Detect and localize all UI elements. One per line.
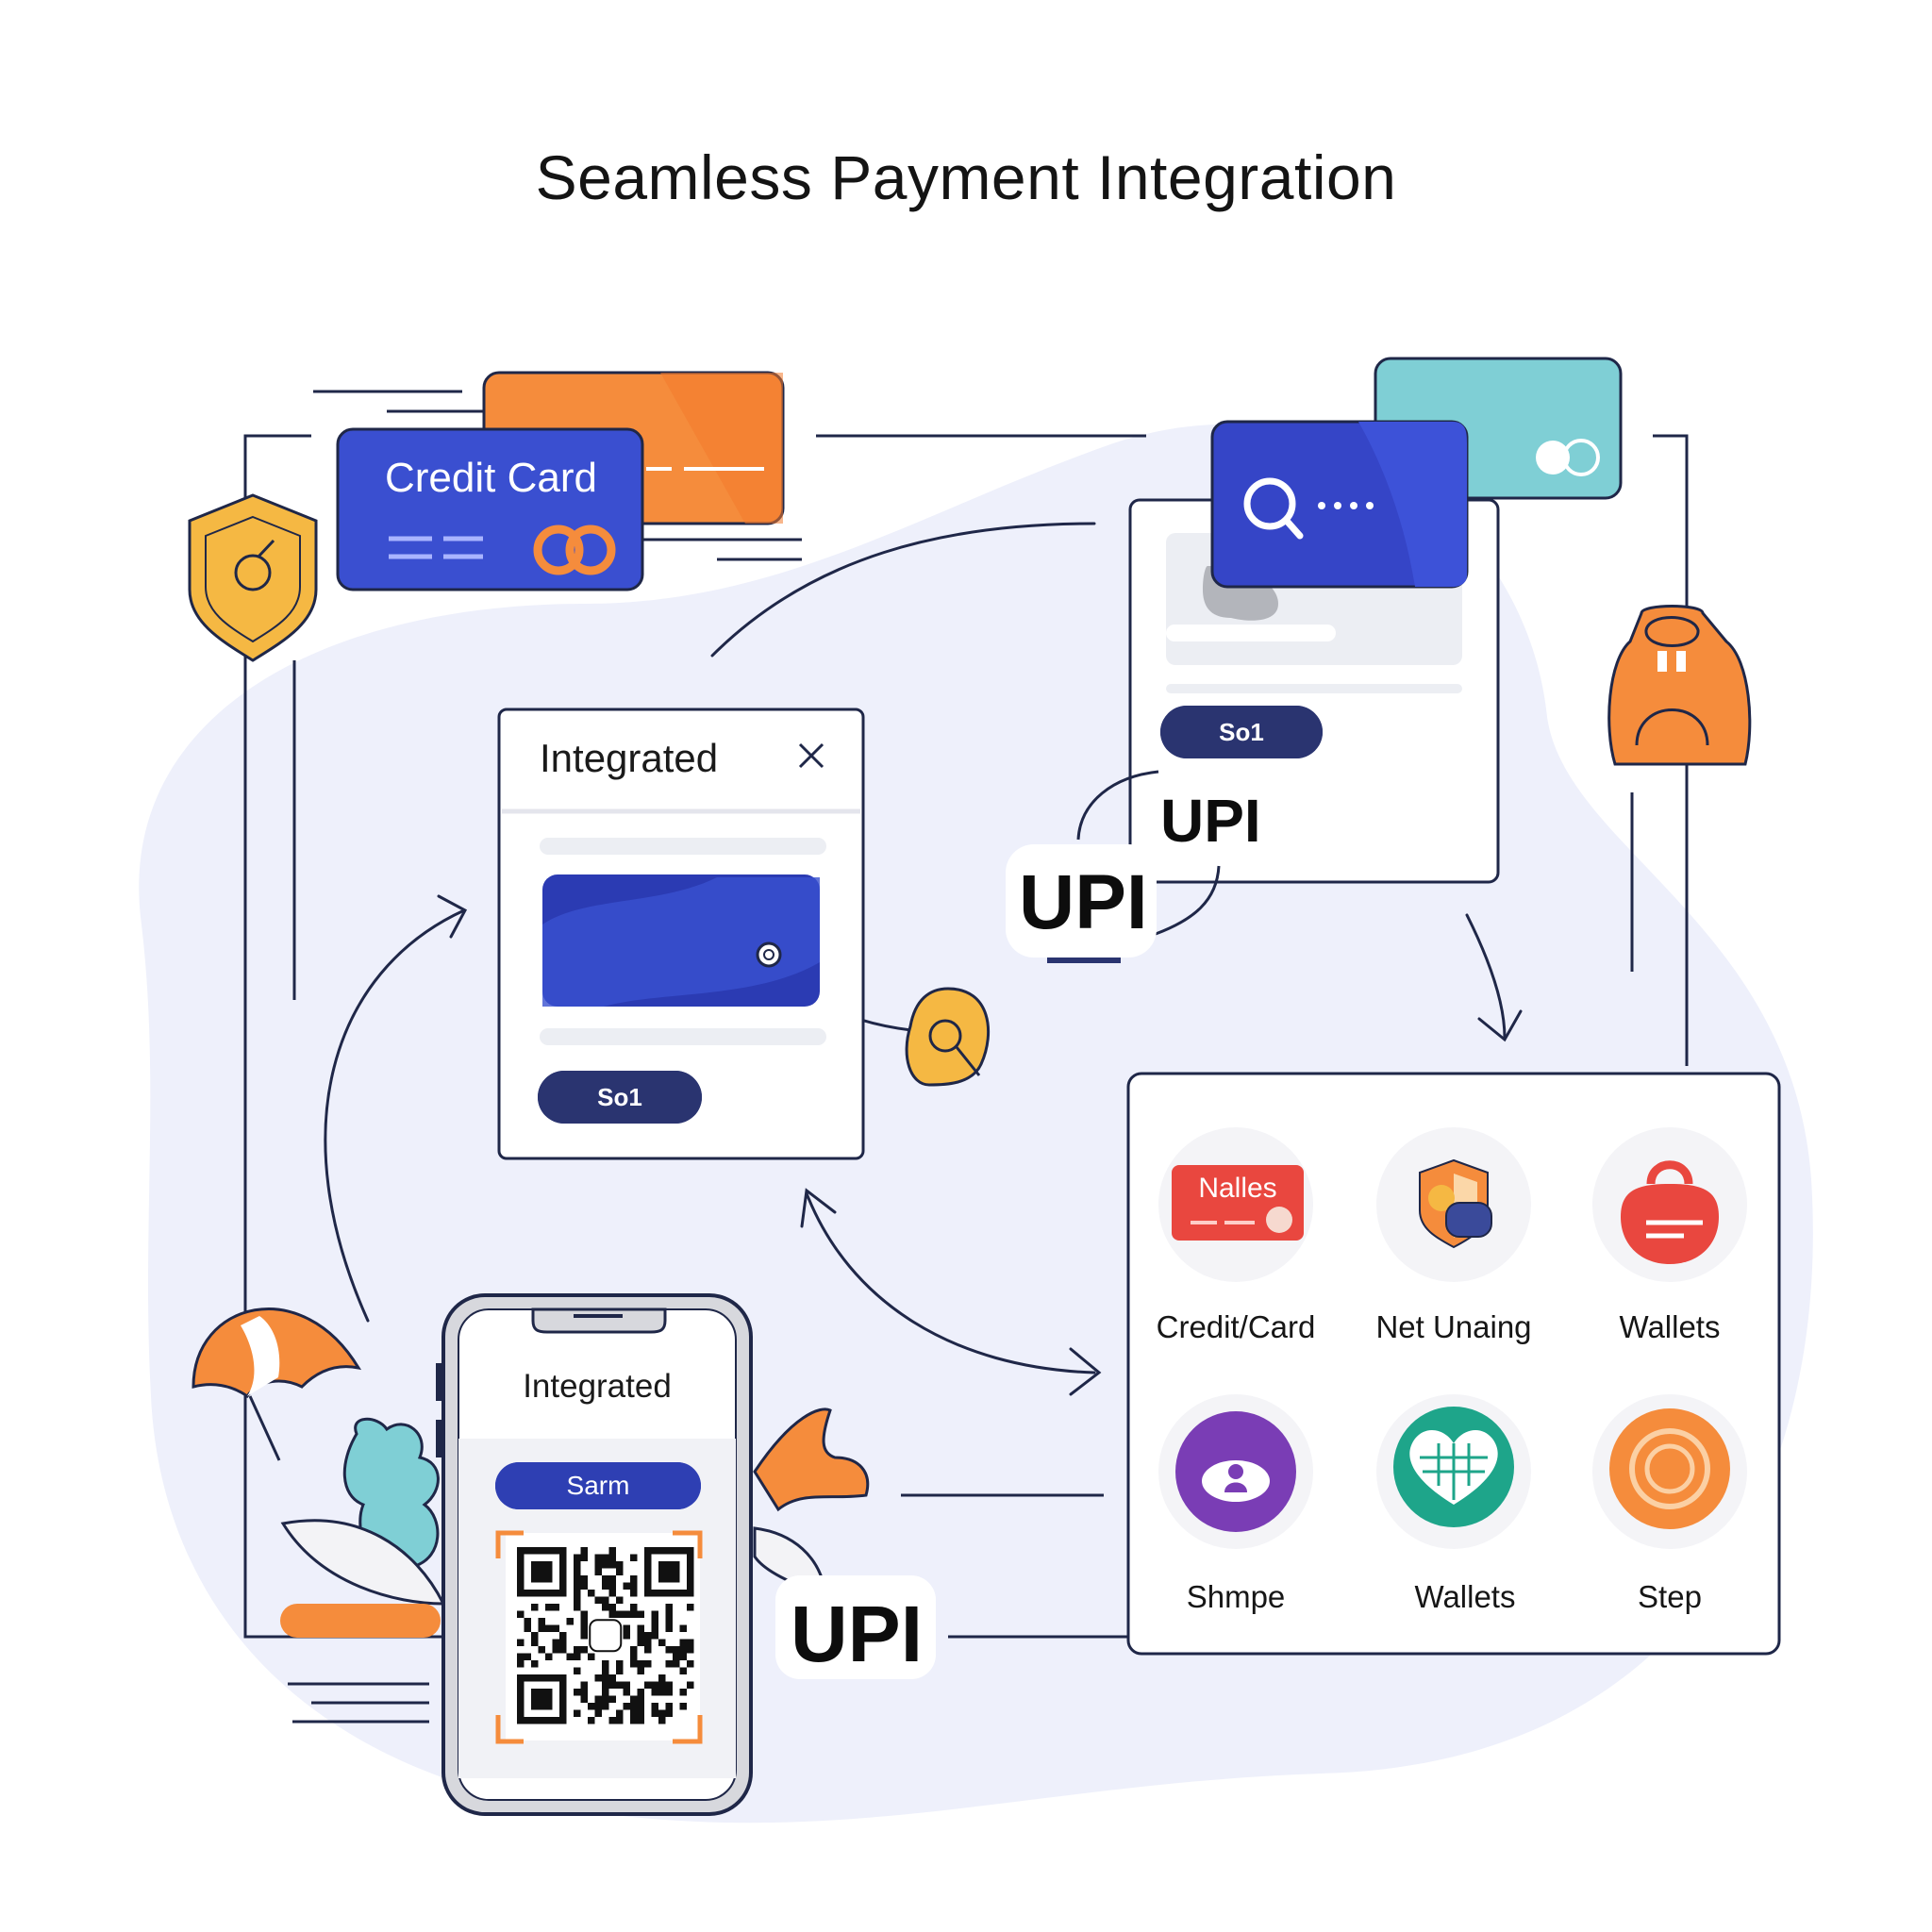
method-label-wallets-2[interactable]: Wallets — [1414, 1579, 1516, 1614]
search-panel-button[interactable]: So1 — [1160, 706, 1323, 758]
integrated-panel — [497, 708, 865, 1160]
shopping-bag-icon — [1607, 605, 1752, 766]
method-label-net-banking[interactable]: Net Unaing — [1375, 1309, 1532, 1344]
method-label-wallets[interactable]: Wallets — [1619, 1309, 1721, 1344]
plant-illustration — [280, 1407, 870, 1638]
arrow-top-curve — [710, 522, 1096, 658]
shield-icon — [188, 493, 318, 662]
phone-title: Integrated — [523, 1368, 672, 1405]
payment-methods-panel — [1126, 1072, 1781, 1656]
page-title: Seamless Payment Integration — [535, 142, 1397, 212]
method-net-banking — [1376, 1127, 1531, 1282]
qr-code-icon — [517, 1547, 694, 1724]
method-wallets-2 — [1376, 1394, 1531, 1549]
search-badge-icon — [905, 987, 991, 1087]
method-label-credit-card[interactable]: Credit/Card — [1156, 1309, 1316, 1344]
close-icon[interactable] — [813, 753, 814, 754]
method-label-shmpe[interactable]: Shmpe — [1186, 1579, 1286, 1614]
method-step — [1592, 1394, 1747, 1549]
integrated-panel-title: Integrated — [540, 736, 719, 780]
arrow-down-right — [1465, 913, 1507, 1040]
integrated-panel-button[interactable]: So1 — [538, 1071, 702, 1124]
method-shmpe — [1158, 1394, 1313, 1549]
credit-card-label: Credit Card — [385, 455, 597, 501]
phone-device — [436, 1293, 936, 1816]
upi-panel-label: UPI — [1160, 787, 1261, 855]
credit-card-stack — [336, 371, 785, 591]
arrow-up-left — [324, 908, 466, 1323]
arrow-bidirectional — [805, 1191, 1096, 1374]
upi-badge-label: UPI — [1019, 859, 1148, 945]
credit-card-icon-text: Nalles — [1198, 1173, 1277, 1204]
method-wallets — [1592, 1127, 1747, 1282]
method-label-step[interactable]: Step — [1638, 1579, 1702, 1614]
umbrella-icon — [192, 1307, 362, 1461]
method-credit-card — [1158, 1127, 1313, 1282]
phone-scan-button[interactable]: Sarm — [495, 1462, 701, 1509]
upi-phone-label: UPI — [791, 1590, 924, 1678]
